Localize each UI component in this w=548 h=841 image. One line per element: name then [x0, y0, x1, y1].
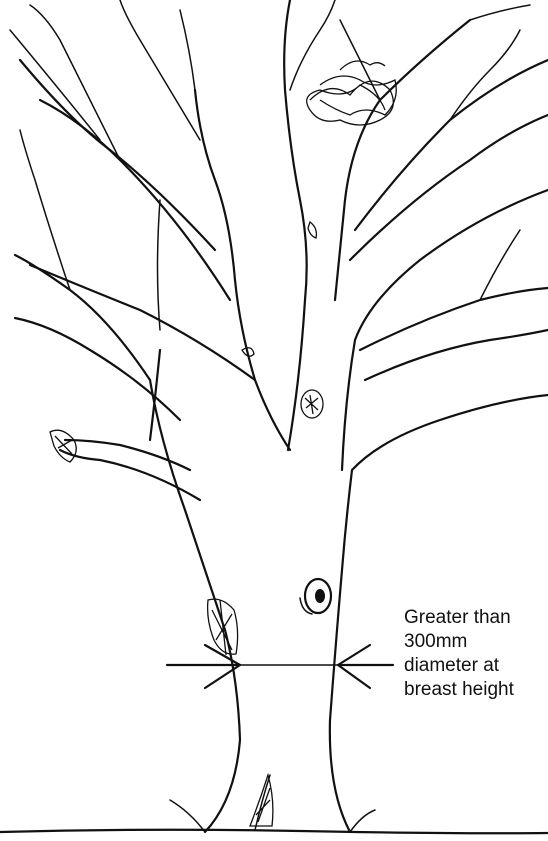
- twig-right-2: [450, 30, 520, 120]
- twig-right-1: [470, 5, 530, 20]
- twig-left-6: [180, 10, 195, 90]
- dbh-annotation-text: Greater than 300mm diameter at breast he…: [404, 606, 544, 702]
- twig-right-4: [340, 20, 380, 100]
- twig-left-3: [20, 130, 70, 290]
- knot-left-branch-end: [50, 430, 76, 462]
- knot-lower-trunk: [208, 599, 238, 655]
- branch-right-mid: [360, 288, 548, 350]
- annotation-line-1: Greater than: [404, 606, 544, 630]
- twig-left-2: [10, 30, 100, 140]
- annotation-line-4: breast height: [404, 678, 544, 702]
- twig-left-1: [30, 5, 120, 160]
- branch-left-main-upper: [15, 255, 150, 380]
- ground-line: [0, 830, 548, 834]
- knot-upper: [301, 390, 323, 418]
- branch-right-mid-b: [365, 330, 548, 380]
- branch-right-upper-b: [350, 115, 548, 260]
- root-left: [170, 800, 205, 832]
- annotation-line-3: diameter at: [404, 654, 544, 678]
- knot-small: [308, 222, 316, 238]
- knot-hollow: [300, 579, 331, 614]
- dbh-right-arrowhead: [338, 645, 370, 688]
- twig-left-4: [158, 200, 161, 330]
- twig-left-5: [120, 0, 200, 140]
- knot-base: [250, 775, 273, 826]
- branch-left-mid: [30, 265, 255, 380]
- annotation-line-2: 300mm: [404, 630, 544, 654]
- root-right: [350, 810, 375, 832]
- trunk-left-edge: [150, 380, 240, 832]
- trunk-inner-left: [284, 0, 306, 450]
- nest-scribble: [307, 61, 397, 125]
- twig-right-5: [290, 0, 335, 90]
- twig-right-3: [480, 230, 520, 300]
- trunk-inner-right: [342, 190, 548, 470]
- trunk-upper-right: [335, 20, 470, 300]
- dbh-measurement-indicator: [167, 645, 393, 688]
